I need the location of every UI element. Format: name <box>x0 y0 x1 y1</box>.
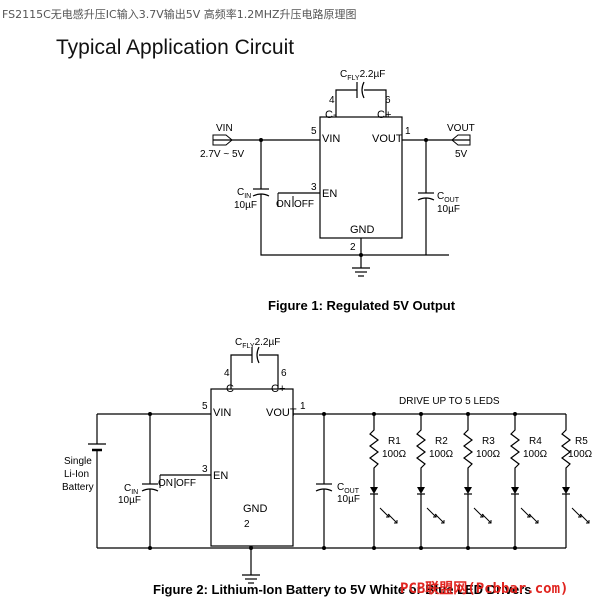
fig1-cfly-label: CFLY2.2µF <box>340 69 385 82</box>
fig2-led-2 <box>417 487 425 494</box>
fig2-r1-value: 100Ω <box>382 449 407 460</box>
fig2-r1-name: R1 <box>388 436 401 447</box>
fig1-pin1-label: VOUT <box>372 133 403 145</box>
fig1-switch-on: ON <box>276 199 291 210</box>
fig2-cfly-plate-right <box>256 346 260 364</box>
fig2-switch-on: ON <box>158 478 173 489</box>
fig2-battery-line3: Battery <box>62 482 94 493</box>
figure2-caption: Figure 2: Lithium-Ion Battery to 5V Whit… <box>153 582 532 597</box>
fig1-pin2-number: 2 <box>350 242 356 253</box>
fig2-r4-name: R4 <box>529 436 542 447</box>
fig1-pin6-number: 6 <box>385 95 391 106</box>
fig2-switch-off: OFF <box>176 478 196 489</box>
fig1-switch-off: OFF <box>294 199 314 210</box>
fig1-vout-value: 5V <box>455 149 468 160</box>
fig1-pin2-label: GND <box>350 224 375 236</box>
fig1-pin3-label: EN <box>322 188 337 200</box>
fig2-r3-value: 100Ω <box>476 449 501 460</box>
fig2-drive-label: DRIVE UP TO 5 LEDS <box>399 396 500 407</box>
fig2-led-branch-2: R2 100Ω <box>416 414 454 548</box>
fig1-cout-label: COUT <box>437 191 460 204</box>
fig2-pin1-label: VOUT <box>266 407 297 419</box>
fig2-r5-name: R5 <box>575 436 588 447</box>
fig1-cout-value: 10µF <box>437 204 460 215</box>
page-header-text: FS2115C无电感升压IC输入3.7V输出5V 高频率1.2MHZ升压电路原理… <box>2 8 357 21</box>
fig2-ic-body <box>210 388 294 547</box>
fig2-led-branch-3: R3 100Ω <box>463 414 501 548</box>
fig1-pin3-number: 3 <box>311 182 317 193</box>
fig2-battery-line2: Li-Ion <box>64 469 89 480</box>
fig2-pin3-label: EN <box>213 470 228 482</box>
fig2-pin3-number: 3 <box>202 464 208 475</box>
fig1-cin-value: 10µF <box>234 200 257 211</box>
fig2-r4-value: 100Ω <box>523 449 548 460</box>
figure2-schematic: C- C+ VIN VOUT EN GND 4 6 5 1 3 2 CFLY2.… <box>62 337 593 584</box>
fig2-cout-value: 10µF <box>337 494 360 505</box>
fig2-cfly-label: CFLY2.2µF <box>235 337 280 350</box>
fig1-pin6-label: C+ <box>377 109 391 121</box>
fig2-led-branch-1: R1 100Ω <box>369 414 407 548</box>
fig2-r2-name: R2 <box>435 436 448 447</box>
fig2-cout-label: COUT <box>337 482 360 495</box>
fig2-battery-line1: Single <box>64 456 92 467</box>
fig2-led-branch-5: R5 100Ω <box>561 414 593 548</box>
fig2-led-1 <box>370 487 378 494</box>
fig1-cin-label: CIN <box>237 187 251 200</box>
fig1-pin5-number: 5 <box>311 126 317 137</box>
fig2-pin5-number: 5 <box>202 401 208 412</box>
fig1-vin-terminal <box>212 134 233 146</box>
fig2-cin-value: 10µF <box>118 495 141 506</box>
fig2-r2-value: 100Ω <box>429 449 454 460</box>
fig2-r3-name: R3 <box>482 436 495 447</box>
watermark-text: PCB联盟网(Pcbbar.com) <box>400 581 569 597</box>
fig2-pin6-number: 6 <box>281 368 287 379</box>
fig2-pin5-label: VIN <box>213 407 231 419</box>
fig2-r5-value: 100Ω <box>568 449 593 460</box>
fig2-resistor-r4 <box>510 414 520 487</box>
fig2-resistor-r3 <box>463 414 473 487</box>
fig2-resistor-r2 <box>416 414 426 487</box>
figure1-caption: Figure 1: Regulated 5V Output <box>268 298 456 313</box>
fig2-led-branch-4: R4 100Ω <box>510 414 548 548</box>
fig1-pin1-number: 1 <box>405 126 411 137</box>
fig2-cin-label: CIN <box>124 483 138 496</box>
fig2-led-3 <box>464 487 472 494</box>
fig2-resistor-r5 <box>561 414 571 487</box>
fig1-vout-terminal <box>451 134 471 146</box>
fig2-pin1-number: 1 <box>300 401 306 412</box>
fig1-pin5-label: VIN <box>322 133 340 145</box>
page-title: Typical Application Circuit <box>56 36 295 59</box>
fig2-pin2-number: 2 <box>244 519 250 530</box>
fig2-led-5 <box>562 487 570 494</box>
fig2-pin4-number: 4 <box>224 368 230 379</box>
fig1-cfly-plate-right <box>361 81 365 99</box>
fig1-pin4-label: C- <box>325 109 337 121</box>
fig2-pin2-label: GND <box>243 503 268 515</box>
fig1-vout-label: VOUT <box>447 123 475 134</box>
figure1-schematic: C- C+ VIN VOUT EN GND 4 6 5 1 3 2 CFLY2.… <box>200 69 475 277</box>
fig1-pin4-number: 4 <box>329 95 335 106</box>
fig2-resistor-r1 <box>369 414 379 487</box>
fig1-vin-range: 2.7V ~ 5V <box>200 149 245 160</box>
fig1-vin-label: VIN <box>216 123 233 134</box>
fig2-pin4-label: C- <box>226 383 238 395</box>
fig2-led-4 <box>511 487 519 494</box>
